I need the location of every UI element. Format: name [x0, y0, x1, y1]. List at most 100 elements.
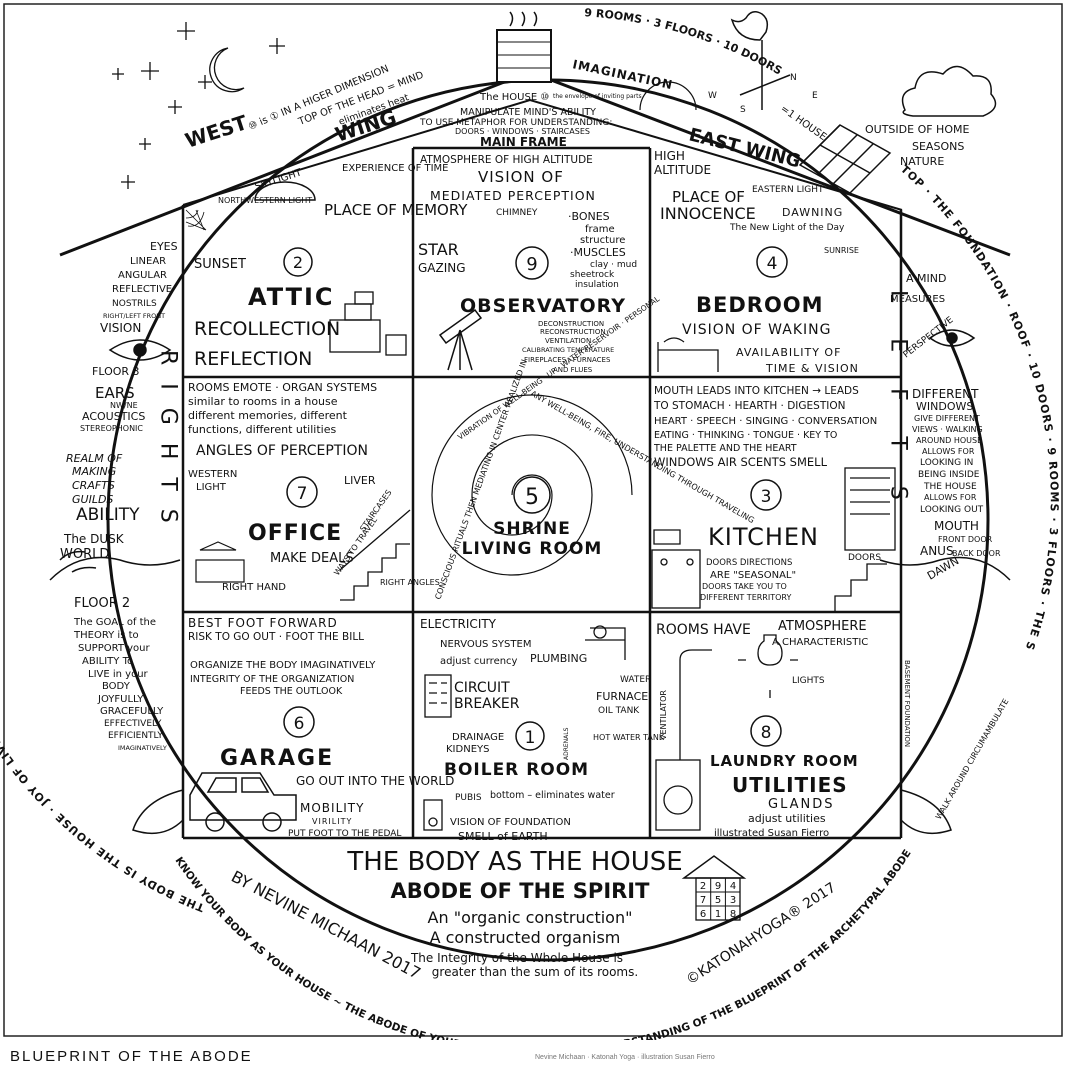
- lightbulb-icon: [738, 634, 798, 698]
- garage-mobility: MOBILITY: [300, 801, 364, 815]
- bed-number: 4: [767, 254, 778, 274]
- telescope-icon: [438, 308, 483, 371]
- one-house-label: =1 HOUSE: [778, 103, 828, 143]
- square-cell: 5: [715, 895, 721, 906]
- shrine-number: 5: [525, 485, 539, 510]
- bed-title: BEDROOM: [696, 293, 824, 317]
- bed-dawning: DAWNING: [782, 206, 843, 219]
- room-observatory: ATMOSPHERE OF HIGH ALTITUDE VISION OF ME…: [418, 154, 637, 374]
- sun-icon: [639, 81, 697, 111]
- kitchen-palette: THE PALETTE AND THE HEART: [653, 443, 797, 454]
- laundry-title-1: LAUNDRY ROOM: [710, 752, 859, 770]
- laundry-rooms-have: ROOMS HAVE: [656, 622, 751, 638]
- compass-w: W: [708, 91, 717, 101]
- office-functions: functions, different utilities: [188, 423, 336, 436]
- star-icon: [121, 175, 135, 189]
- boiler-title: BOILER ROOM: [444, 760, 589, 780]
- star-icon: [112, 68, 124, 80]
- garage-virility: VIRILITY: [312, 817, 352, 826]
- right-anus: ANUS: [920, 544, 954, 558]
- right-mouth: MOUTH: [934, 519, 979, 533]
- laundry-illustrated: illustrated Susan Fierro: [714, 828, 829, 839]
- bottom-constructed: A constructed organism: [430, 928, 621, 947]
- square-cell: 3: [730, 895, 736, 906]
- left-goal-7: JOYFULLY: [97, 694, 144, 705]
- right-views: VIEWS · WALKING: [912, 425, 983, 434]
- boiler-plumbing: PLUMBING: [530, 652, 587, 665]
- left-making: MAKING: [72, 465, 116, 478]
- skylight-icon: [254, 181, 316, 201]
- star-icon: [141, 62, 159, 80]
- bed-high: HIGH: [654, 149, 685, 163]
- left-goal-4: ABILITY To: [82, 656, 133, 667]
- circuit-breaker-icon: [424, 674, 452, 718]
- hand-icon: [879, 556, 1011, 581]
- obs-insulation: insulation: [575, 280, 619, 290]
- left-side-notes: EYES LINEAR ANGULAR REFLECTIVE NOSTRILS …: [60, 240, 181, 752]
- right-different: DIFFERENT: [912, 387, 979, 401]
- bed-eastern: EASTERN LIGHT: [752, 185, 824, 195]
- attic-title: ATTIC: [248, 283, 335, 311]
- bottom-title-1: THE BODY AS THE HOUSE: [346, 847, 682, 877]
- bed-place: PLACE OF: [672, 188, 745, 206]
- garage-put-foot: PUT FOOT TO THE PEDAL: [288, 829, 401, 839]
- shrine-title-2: LIVING ROOM: [462, 539, 603, 559]
- attic-sunset: SUNSET: [194, 257, 246, 272]
- left-nw-ne: NW/NE: [110, 401, 138, 410]
- star-icon: [139, 138, 151, 150]
- bed-time-vision: TIME & VISION: [765, 362, 859, 375]
- garage-go-out: GO OUT INTO THE WORLD: [296, 774, 454, 788]
- square-cell: 8: [730, 909, 736, 920]
- obs-fireplaces: FIREPLACES · FURNACES: [524, 356, 611, 364]
- kitchen-territory: DIFFERENT TERRITORY: [700, 593, 791, 602]
- desk-icon: [195, 541, 245, 583]
- compass-s: S: [740, 105, 746, 115]
- page-credit: Nevine Michaan · Katonah Yoga · illustra…: [535, 1054, 715, 1061]
- attic-place-memory: PLACE OF MEMORY: [324, 201, 468, 219]
- rooster-weathervane-icon: [730, 11, 791, 110]
- obs-frame: frame: [585, 224, 615, 235]
- seasons-label: SEASONS: [912, 140, 964, 153]
- right-looking-in: LOOKING IN: [920, 458, 973, 468]
- metaphor-label: TO USE METAPHOR FOR UNDERSTANDING:: [419, 118, 612, 128]
- smoke-icon: [509, 11, 538, 27]
- obs-title: OBSERVATORY: [460, 295, 626, 317]
- square-cell: 9: [715, 881, 721, 892]
- boiler-electricity: ELECTRICITY: [420, 617, 497, 631]
- office-similar: similar to rooms in a house: [188, 395, 338, 408]
- office-light: LIGHT: [196, 482, 227, 493]
- car-icon: [189, 772, 297, 832]
- left-right-left: RIGHT/LEFT FRONT: [103, 312, 165, 320]
- svg-text:THE BODY IS THE HOUSE · JOY OF: THE BODY IS THE HOUSE · JOY OF LIVING IN…: [0, 245, 206, 915]
- boxes-icon: [329, 291, 407, 356]
- square-cell: 7: [700, 895, 706, 906]
- left-goal-6: BODY: [102, 681, 131, 692]
- night-sky: [112, 22, 285, 189]
- garage-risk: RISK TO GO OUT · FOOT THE BILL: [188, 631, 364, 643]
- kitchen-seasonal: ARE "SEASONAL": [710, 570, 796, 581]
- garage-number: 6: [294, 714, 305, 734]
- star-icon: [177, 22, 195, 40]
- obs-star: STAR: [418, 240, 459, 259]
- office-number: 7: [297, 484, 308, 504]
- boiler-vertical: ADRENALS: [563, 727, 570, 760]
- laundry-atmosphere: ATMOSPHERE: [778, 619, 867, 634]
- office-right-angles: RIGHT ANGLES: [380, 578, 440, 587]
- boiler-circuit: CIRCUIT: [454, 680, 510, 696]
- obs-mediated: MEDIATED PERCEPTION: [430, 188, 596, 203]
- office-make-deals: MAKE DEALS: [270, 551, 354, 566]
- boiler-water: WATER: [620, 675, 651, 685]
- left-goal-2: THEORY is to: [73, 630, 139, 641]
- boiler-vision: VISION OF FOUNDATION: [450, 817, 571, 828]
- staircase-icon: [339, 509, 411, 601]
- left-floor2: FLOOR 2: [74, 596, 130, 611]
- west-wing-1: WEST: [182, 110, 250, 153]
- right-measures: MEASURES: [890, 294, 945, 305]
- laundry-title-2: UTILITIES: [732, 773, 848, 797]
- kitchen-mouth-leads: MOUTH LEADS INTO KITCHEN → LEADS: [654, 385, 859, 397]
- outside-home-label: OUTSIDE OF HOME: [865, 123, 969, 136]
- room-office: ROOMS EMOTE · ORGAN SYSTEMS similar to r…: [188, 381, 440, 601]
- right-back-door: BACK DOOR: [952, 549, 1001, 558]
